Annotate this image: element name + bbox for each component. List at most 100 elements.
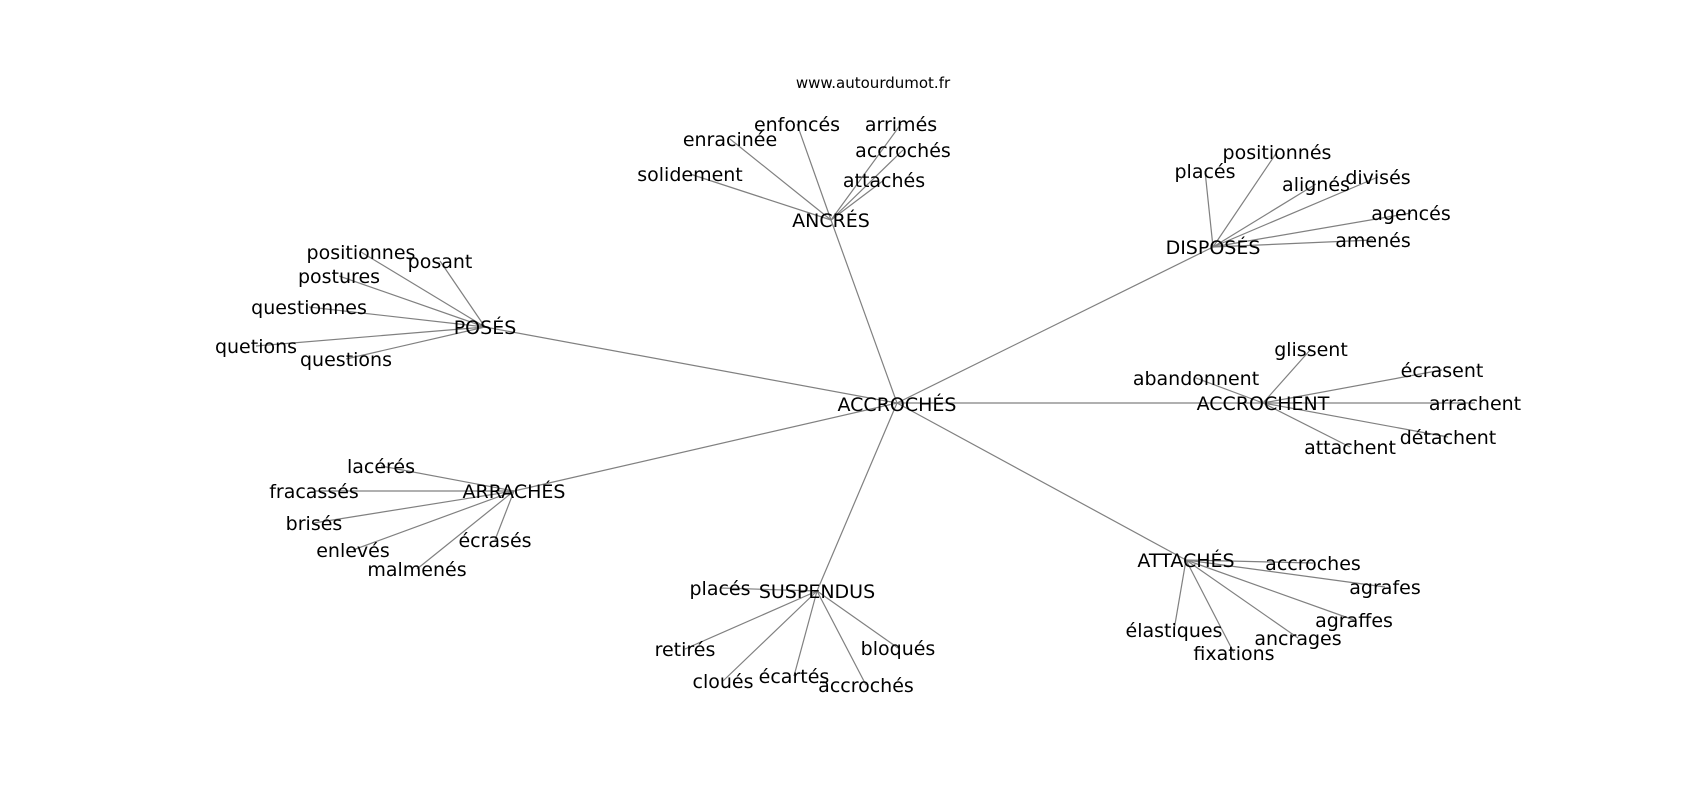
leaf-edge bbox=[1212, 183, 1317, 248]
leaf-edge bbox=[830, 149, 904, 221]
leaf-edge bbox=[1212, 176, 1379, 248]
leaf-word[interactable]: placés bbox=[689, 578, 750, 600]
leaf-edge bbox=[689, 173, 832, 221]
leaf-word[interactable]: arrimés bbox=[865, 114, 937, 136]
leaf-word[interactable]: posant bbox=[408, 251, 473, 273]
root-edge bbox=[484, 326, 898, 404]
leaf-word[interactable]: écrasent bbox=[1401, 360, 1484, 382]
leaf-edge bbox=[1262, 369, 1443, 404]
leaf-edge bbox=[1212, 212, 1412, 248]
leaf-word[interactable]: postures bbox=[298, 266, 380, 288]
leaf-word[interactable]: élastiques bbox=[1126, 620, 1223, 642]
leaf-word[interactable]: arrachent bbox=[1429, 393, 1521, 415]
root-edge bbox=[830, 219, 898, 404]
leaf-word[interactable]: ancrages bbox=[1254, 628, 1341, 650]
leaf-word[interactable]: lacérés bbox=[347, 456, 415, 478]
leaf-edge bbox=[1185, 559, 1355, 621]
leaf-word[interactable]: détachent bbox=[1400, 427, 1497, 449]
leaf-word[interactable]: cloués bbox=[693, 671, 754, 693]
hub-word[interactable]: ACCROCHENT bbox=[1197, 393, 1330, 415]
leaf-edge bbox=[345, 326, 486, 360]
leaf-word[interactable]: questionnes bbox=[251, 297, 367, 319]
leaf-word[interactable]: malmenés bbox=[367, 559, 466, 581]
leaf-word[interactable]: enracinée bbox=[683, 129, 777, 151]
leaf-word[interactable]: questions bbox=[300, 349, 392, 371]
leaf-edge bbox=[729, 138, 832, 221]
leaf-edge bbox=[338, 275, 486, 328]
leaf-edge bbox=[1204, 170, 1214, 248]
leaf-edge bbox=[1262, 402, 1351, 448]
graph-edges bbox=[255, 123, 1475, 686]
leaf-edge bbox=[793, 590, 818, 677]
leaf-word[interactable]: fixations bbox=[1193, 643, 1274, 665]
leaf-word[interactable]: écrasés bbox=[458, 530, 531, 552]
leaf-edge bbox=[719, 587, 818, 592]
leaf-word[interactable]: solidement bbox=[637, 164, 743, 186]
leaf-word[interactable]: brisés bbox=[286, 513, 343, 535]
leaf-edge bbox=[1185, 559, 1314, 564]
root-word[interactable]: ACCROCHÉS bbox=[838, 393, 957, 416]
hub-word[interactable]: ATTACHÉS bbox=[1137, 549, 1234, 572]
leaf-edge bbox=[1212, 151, 1278, 248]
leaf-edge bbox=[416, 490, 515, 570]
leaf-word[interactable]: alignés bbox=[1282, 174, 1350, 196]
leaf-word[interactable]: glissent bbox=[1274, 339, 1348, 361]
leaf-word[interactable]: amenés bbox=[1335, 230, 1410, 252]
leaf-word[interactable]: enlevés bbox=[316, 540, 390, 562]
leaf-edge bbox=[1173, 559, 1187, 631]
leaf-edge bbox=[722, 590, 818, 682]
leaf-edge bbox=[1262, 348, 1312, 404]
root-edge bbox=[896, 246, 1214, 404]
leaf-word[interactable]: divisés bbox=[1345, 167, 1410, 189]
leaf-word[interactable]: accrochés bbox=[855, 140, 951, 162]
leaf-edge bbox=[380, 465, 515, 492]
leaf-edge bbox=[494, 490, 515, 541]
leaf-word[interactable]: accroches bbox=[1265, 553, 1361, 575]
leaf-edge bbox=[1212, 239, 1374, 248]
hub-word[interactable]: DISPOSÉS bbox=[1166, 236, 1261, 259]
leaf-word[interactable]: accrochés bbox=[818, 675, 914, 697]
leaf-word[interactable]: retirés bbox=[655, 639, 716, 661]
site-watermark[interactable]: www.autourdumot.fr bbox=[796, 74, 951, 92]
leaf-edge bbox=[308, 306, 486, 328]
root-edge bbox=[816, 402, 898, 592]
leaf-edge bbox=[830, 123, 902, 221]
leaf-edge bbox=[816, 590, 867, 686]
leaf-word[interactable]: attachent bbox=[1304, 437, 1396, 459]
leaf-edge bbox=[1185, 559, 1235, 654]
leaf-edge bbox=[684, 590, 818, 650]
leaf-word[interactable]: bloqués bbox=[861, 638, 936, 660]
hub-word[interactable]: POSÉS bbox=[454, 316, 517, 339]
leaf-edge bbox=[1195, 377, 1264, 404]
leaf-word[interactable]: agencés bbox=[1371, 203, 1450, 225]
leaf-word[interactable]: agraffes bbox=[1315, 610, 1393, 632]
leaf-word[interactable]: fracassés bbox=[269, 481, 359, 503]
leaf-edge bbox=[313, 490, 515, 524]
graph-labels: www.autourdumot.fr ACCROCHÉS ANCRÉS enfon… bbox=[215, 74, 1521, 697]
leaf-word[interactable]: agrafes bbox=[1349, 577, 1420, 599]
leaf-edge bbox=[1185, 559, 1299, 639]
leaf-edge bbox=[255, 326, 486, 347]
leaf-edge bbox=[360, 251, 486, 328]
leaf-edge bbox=[830, 179, 885, 221]
hub-word[interactable]: ANCRÉS bbox=[792, 209, 870, 232]
leaf-edge bbox=[352, 490, 515, 551]
hub-word[interactable]: ARRACHÉS bbox=[463, 480, 566, 503]
root-edge bbox=[513, 402, 898, 492]
leaf-edge bbox=[439, 260, 486, 328]
leaf-word[interactable]: positionnes bbox=[307, 242, 416, 264]
leaf-word[interactable]: écartés bbox=[759, 666, 830, 688]
leaf-edge bbox=[1185, 559, 1386, 588]
leaf-word[interactable]: placés bbox=[1174, 161, 1235, 183]
leaf-word[interactable]: abandonnent bbox=[1133, 368, 1259, 390]
leaf-word[interactable]: positionnés bbox=[1223, 142, 1332, 164]
leaf-word[interactable]: enfoncés bbox=[754, 114, 840, 136]
leaf-edge bbox=[816, 590, 899, 649]
leaf-word[interactable]: attachés bbox=[843, 170, 925, 192]
leaf-edge bbox=[1262, 402, 1449, 438]
leaf-edge bbox=[796, 123, 832, 221]
hub-word[interactable]: SUSPENDUS bbox=[759, 581, 875, 603]
leaf-word[interactable]: quetions bbox=[215, 336, 297, 358]
root-edge bbox=[896, 402, 1187, 561]
